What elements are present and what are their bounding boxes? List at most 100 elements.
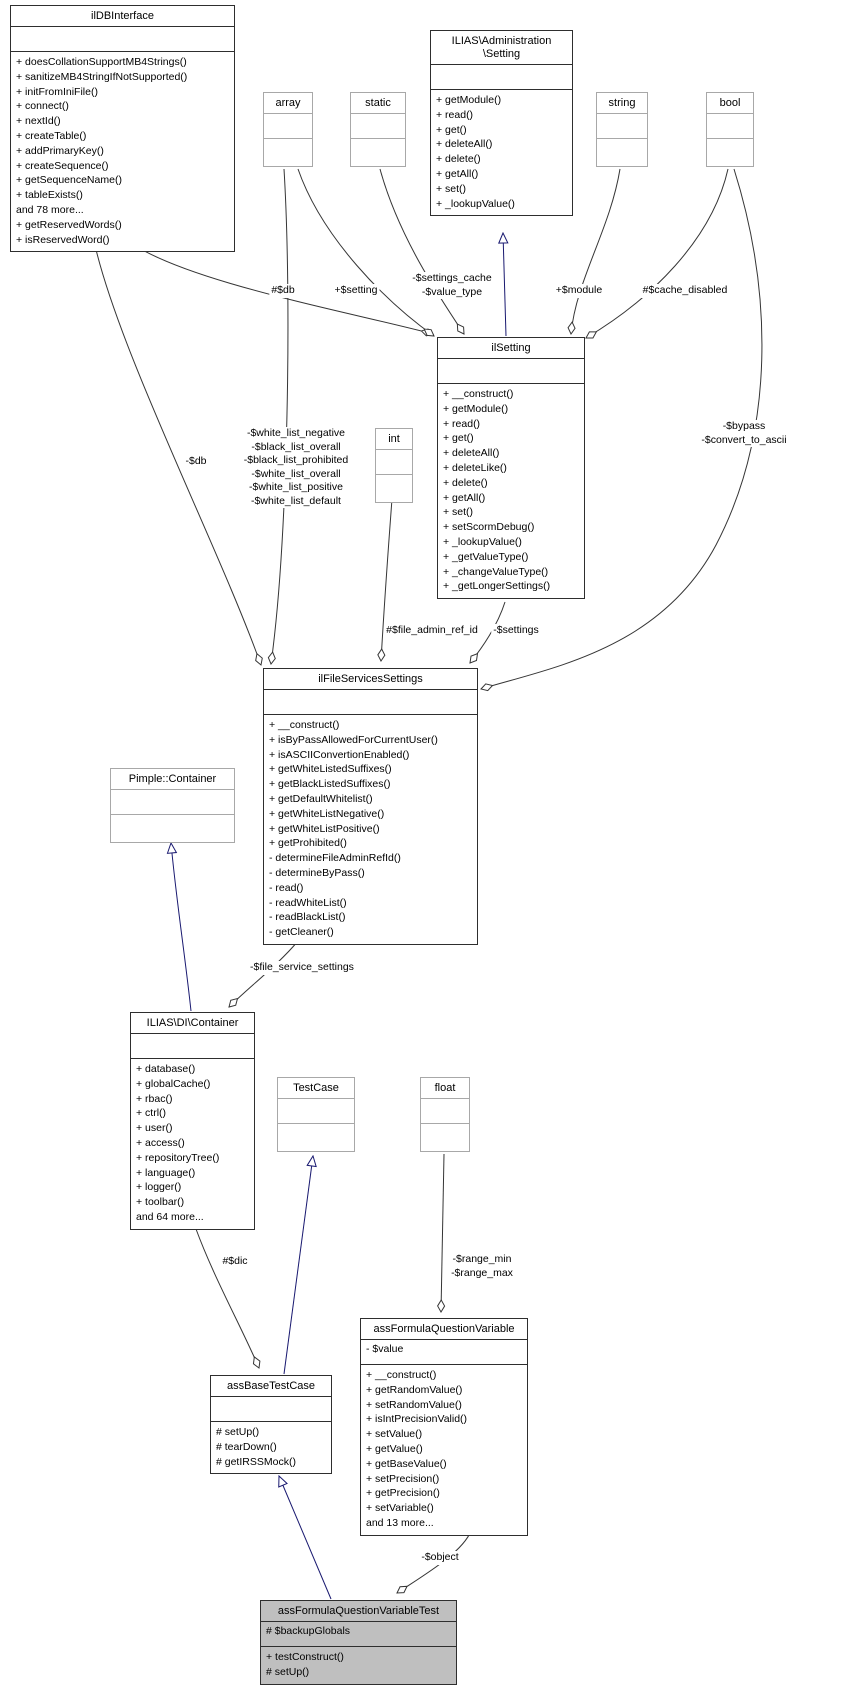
class-title: string <box>597 93 647 114</box>
member-row: + setPrecision() <box>366 1472 440 1485</box>
edge-dic-assbasetestcase <box>195 1228 261 1369</box>
member-row: + getBlackListedSuffixes() <box>269 778 391 791</box>
member-row: + _getValueType() <box>443 550 529 563</box>
member-row: + createSequence() <box>16 159 109 172</box>
member-row: + getValue() <box>366 1442 423 1455</box>
class-title: assFormulaQuestionVariableTest <box>261 1601 456 1622</box>
class-title: bool <box>707 93 753 114</box>
member-row: + deleteAll() <box>436 138 493 151</box>
member-row: + __construct() <box>443 388 514 400</box>
member-row: + getDefaultWhitelist() <box>269 792 373 805</box>
edge-range-variable <box>437 1153 446 1313</box>
member-row: + language() <box>136 1166 196 1179</box>
class-array[interactable]: array <box>263 92 313 167</box>
class-title: float <box>421 1078 469 1099</box>
edge-label-settings-cache: -$settings_cache -$value_type <box>410 272 494 299</box>
member-row: + isIntPrecisionValid() <box>366 1413 468 1426</box>
class-float[interactable]: float <box>420 1077 470 1152</box>
edge-label-range: -$range_min -$range_max <box>449 1253 515 1280</box>
member-row: + getWhiteListNegative() <box>269 807 385 820</box>
class-ilias-administration-setting[interactable]: ILIAS\Administration \Setting + getModul… <box>430 30 573 217</box>
member-row: + logger() <box>136 1181 182 1194</box>
member-row: and 78 more... <box>16 203 84 216</box>
class-assbasetestcase[interactable]: assBaseTestCase # setUp()# tearDown()# g… <box>210 1375 332 1475</box>
class-ildbinterface[interactable]: ilDBInterface + doesCollationSupportMB4S… <box>10 5 235 253</box>
class-ilsetting[interactable]: ilSetting + __construct()+ getModule()+ … <box>437 337 585 600</box>
class-attributes <box>211 1397 331 1422</box>
class-title: ilFileServicesSettings <box>264 669 477 690</box>
class-static[interactable]: static <box>350 92 406 167</box>
class-assformulaquestionvariabletest[interactable]: assFormulaQuestionVariableTest # $backup… <box>260 1600 457 1685</box>
edge-label-bypass: -$bypass -$convert_to_ascii <box>699 420 789 447</box>
class-attributes <box>431 65 572 90</box>
edge-module-ilsetting <box>567 168 621 335</box>
member-row: - read() <box>269 881 304 894</box>
member-row: + getModule() <box>443 402 509 415</box>
class-pimple-container[interactable]: Pimple::Container <box>110 768 235 843</box>
member-row: + tableExists() <box>16 189 83 202</box>
class-int[interactable]: int <box>375 428 413 503</box>
class-bool[interactable]: bool <box>706 92 754 167</box>
class-ilias-di-container[interactable]: ILIAS\DI\Container + database()+ globalC… <box>130 1012 255 1230</box>
class-methods: + testConstruct()# setUp() <box>261 1647 456 1684</box>
class-attributes <box>597 114 647 139</box>
edge-label-file-service-settings: -$file_service_settings <box>248 961 356 975</box>
class-attributes <box>131 1034 254 1059</box>
member-row: + sanitizeMB4StringIfNotSupported() <box>16 70 188 83</box>
edge-label-db: #$db <box>269 284 297 298</box>
class-string[interactable]: string <box>596 92 648 167</box>
member-row: + _lookupValue() <box>436 197 515 210</box>
class-attributes <box>11 27 234 52</box>
edge-label-dic: #$dic <box>220 1255 250 1269</box>
edge-label-white-lists: -$white_list_negative -$black_list_overa… <box>241 427 351 508</box>
edge-settings-filesettings <box>469 601 506 664</box>
edge-label-file-admin-ref-id: #$file_admin_ref_id <box>384 624 480 638</box>
member-row: + ctrl() <box>136 1107 167 1120</box>
member-row: + getModule() <box>436 94 502 106</box>
member-row: + setScormDebug() <box>443 521 535 534</box>
member-row: + getProhibited() <box>269 837 347 850</box>
member-row: + _lookupValue() <box>443 535 522 548</box>
member-row: - readWhiteList() <box>269 896 347 909</box>
class-assformulaquestionvariable[interactable]: assFormulaQuestionVariable - $value + __… <box>360 1318 528 1536</box>
edge-bypass-filesettings <box>480 168 763 692</box>
member-row: + _changeValueType() <box>443 565 549 578</box>
member-row: + getWhiteListPositive() <box>269 822 380 835</box>
class-methods: + getModule()+ read()+ get()+ deleteAll(… <box>431 90 572 215</box>
member-row: # setUp() <box>216 1426 260 1438</box>
member-row: + deleteLike() <box>443 461 507 474</box>
class-attributes <box>111 790 234 815</box>
member-row: + repositoryTree() <box>136 1151 220 1164</box>
member-row: + setRandomValue() <box>366 1398 462 1411</box>
class-testcase[interactable]: TestCase <box>277 1077 355 1152</box>
member-row: + toolbar() <box>136 1196 185 1209</box>
class-title: assBaseTestCase <box>211 1376 331 1397</box>
edge-dicontainer-inherits-pimple <box>171 843 192 1012</box>
member-row: # setUp() <box>266 1665 310 1678</box>
member-row: + rbac() <box>136 1092 173 1105</box>
member-row: + nextId() <box>16 115 61 128</box>
class-methods <box>278 1124 354 1151</box>
member-row: + setValue() <box>366 1428 423 1441</box>
edge-fileadmin-filesettings <box>377 498 393 662</box>
member-row: + doesCollationSupportMB4Strings() <box>16 56 187 68</box>
edge-label-setting: +$setting <box>332 284 380 298</box>
class-title: static <box>351 93 405 114</box>
member-row: - determineFileAdminRefId() <box>269 852 401 865</box>
member-row: + set() <box>436 182 467 195</box>
class-methods: + database()+ globalCache()+ rbac()+ ctr… <box>131 1059 254 1229</box>
edge-db-filesettings <box>93 240 263 666</box>
class-methods: + __construct()+ isByPassAllowedForCurre… <box>264 715 477 944</box>
edge-label-db-file: -$db <box>183 455 209 469</box>
class-methods: + doesCollationSupportMB4Strings() + sani… <box>11 52 234 251</box>
edge-whitelists-filesettings <box>267 168 289 665</box>
class-methods <box>111 815 234 842</box>
member-row: + globalCache() <box>136 1077 211 1090</box>
class-ilfileservicessettings[interactable]: ilFileServicesSettings + __construct()+ … <box>263 668 478 945</box>
member-row: + initFromIniFile() <box>16 85 98 98</box>
member-row: + setVariable() <box>366 1502 434 1515</box>
class-attributes: - $value <box>361 1340 527 1365</box>
member-row: # getIRSSMock() <box>216 1455 296 1468</box>
edge-variabletest-inherits-assbase <box>279 1476 332 1600</box>
